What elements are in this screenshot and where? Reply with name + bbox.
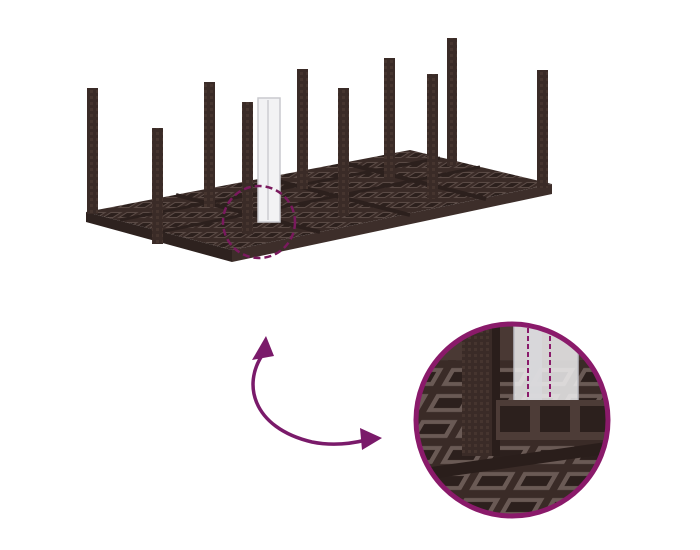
post (152, 128, 163, 244)
post (447, 38, 457, 166)
post (537, 70, 548, 188)
curved-double-arrow-icon (251, 336, 382, 450)
post (297, 69, 308, 189)
tray-side-edge (232, 184, 552, 262)
transparent-post-insert-icon (257, 97, 281, 223)
post (87, 88, 98, 214)
zoom-detail-circle-icon (413, 321, 611, 519)
dashed-focus-circle-icon (221, 184, 297, 260)
post (338, 88, 349, 216)
divider (159, 165, 481, 234)
post (427, 74, 438, 199)
detail-transparent-insert (513, 324, 579, 413)
post (204, 82, 215, 207)
planter-frame-icon (86, 38, 552, 262)
post (384, 58, 395, 178)
post (242, 102, 253, 234)
